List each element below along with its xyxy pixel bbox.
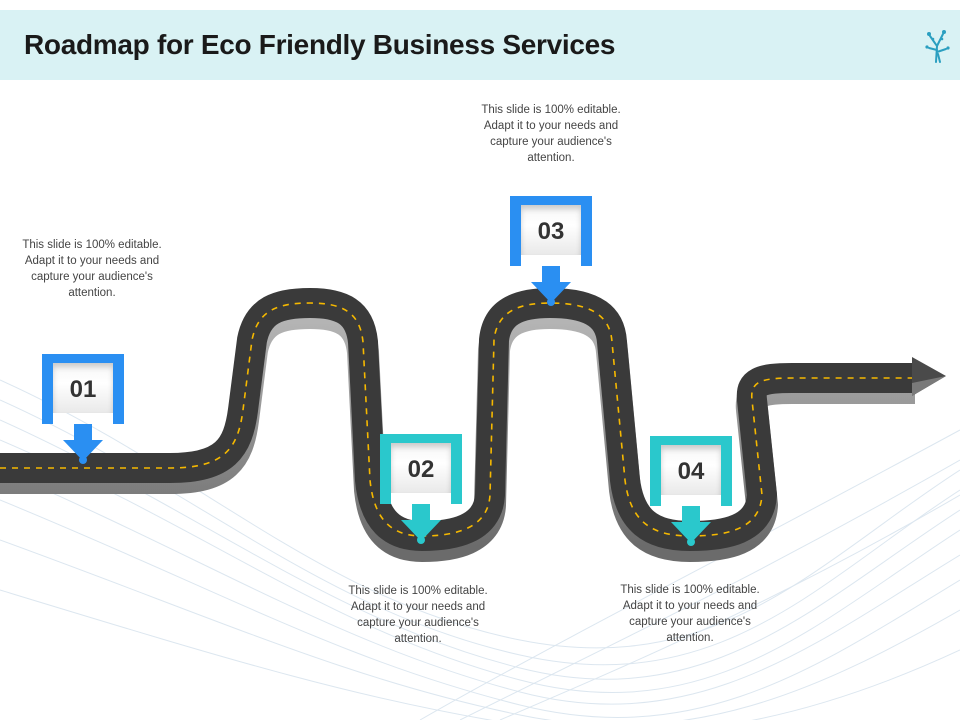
marker-card [53, 363, 113, 413]
step-04-number: 04 [677, 458, 705, 485]
step-02-marker: 02 [380, 434, 462, 544]
marker-frame [510, 196, 592, 266]
step-02-number: 02 [407, 456, 435, 483]
marker-frame [380, 434, 462, 504]
down-arrow-icon [531, 266, 571, 306]
marker-card [521, 205, 581, 255]
marker-card [391, 443, 451, 493]
step-03-marker: 03 [510, 196, 592, 306]
step-04-description: This slide is 100% editable. Adapt it to… [620, 584, 760, 644]
step-03-number: 03 [537, 218, 565, 245]
marker-frame [42, 354, 124, 424]
marker-frame [650, 436, 732, 506]
header-bar [0, 10, 960, 80]
step-01-description: This slide is 100% editable. Adapt it to… [22, 239, 162, 299]
slide-title: Roadmap for Eco Friendly Business Servic… [24, 29, 616, 60]
step-04-marker: 04 [650, 436, 732, 546]
marker-card [661, 445, 721, 495]
down-arrow-icon [401, 504, 441, 544]
down-arrow-icon [671, 506, 711, 546]
step-02-description: This slide is 100% editable. Adapt it to… [348, 585, 488, 645]
down-arrow-icon [63, 424, 103, 464]
tree-figure-icon [925, 30, 950, 63]
step-01-number: 01 [69, 376, 97, 403]
step-03-description: This slide is 100% editable. Adapt it to… [481, 104, 621, 164]
step-01-marker: 01 [42, 354, 124, 464]
